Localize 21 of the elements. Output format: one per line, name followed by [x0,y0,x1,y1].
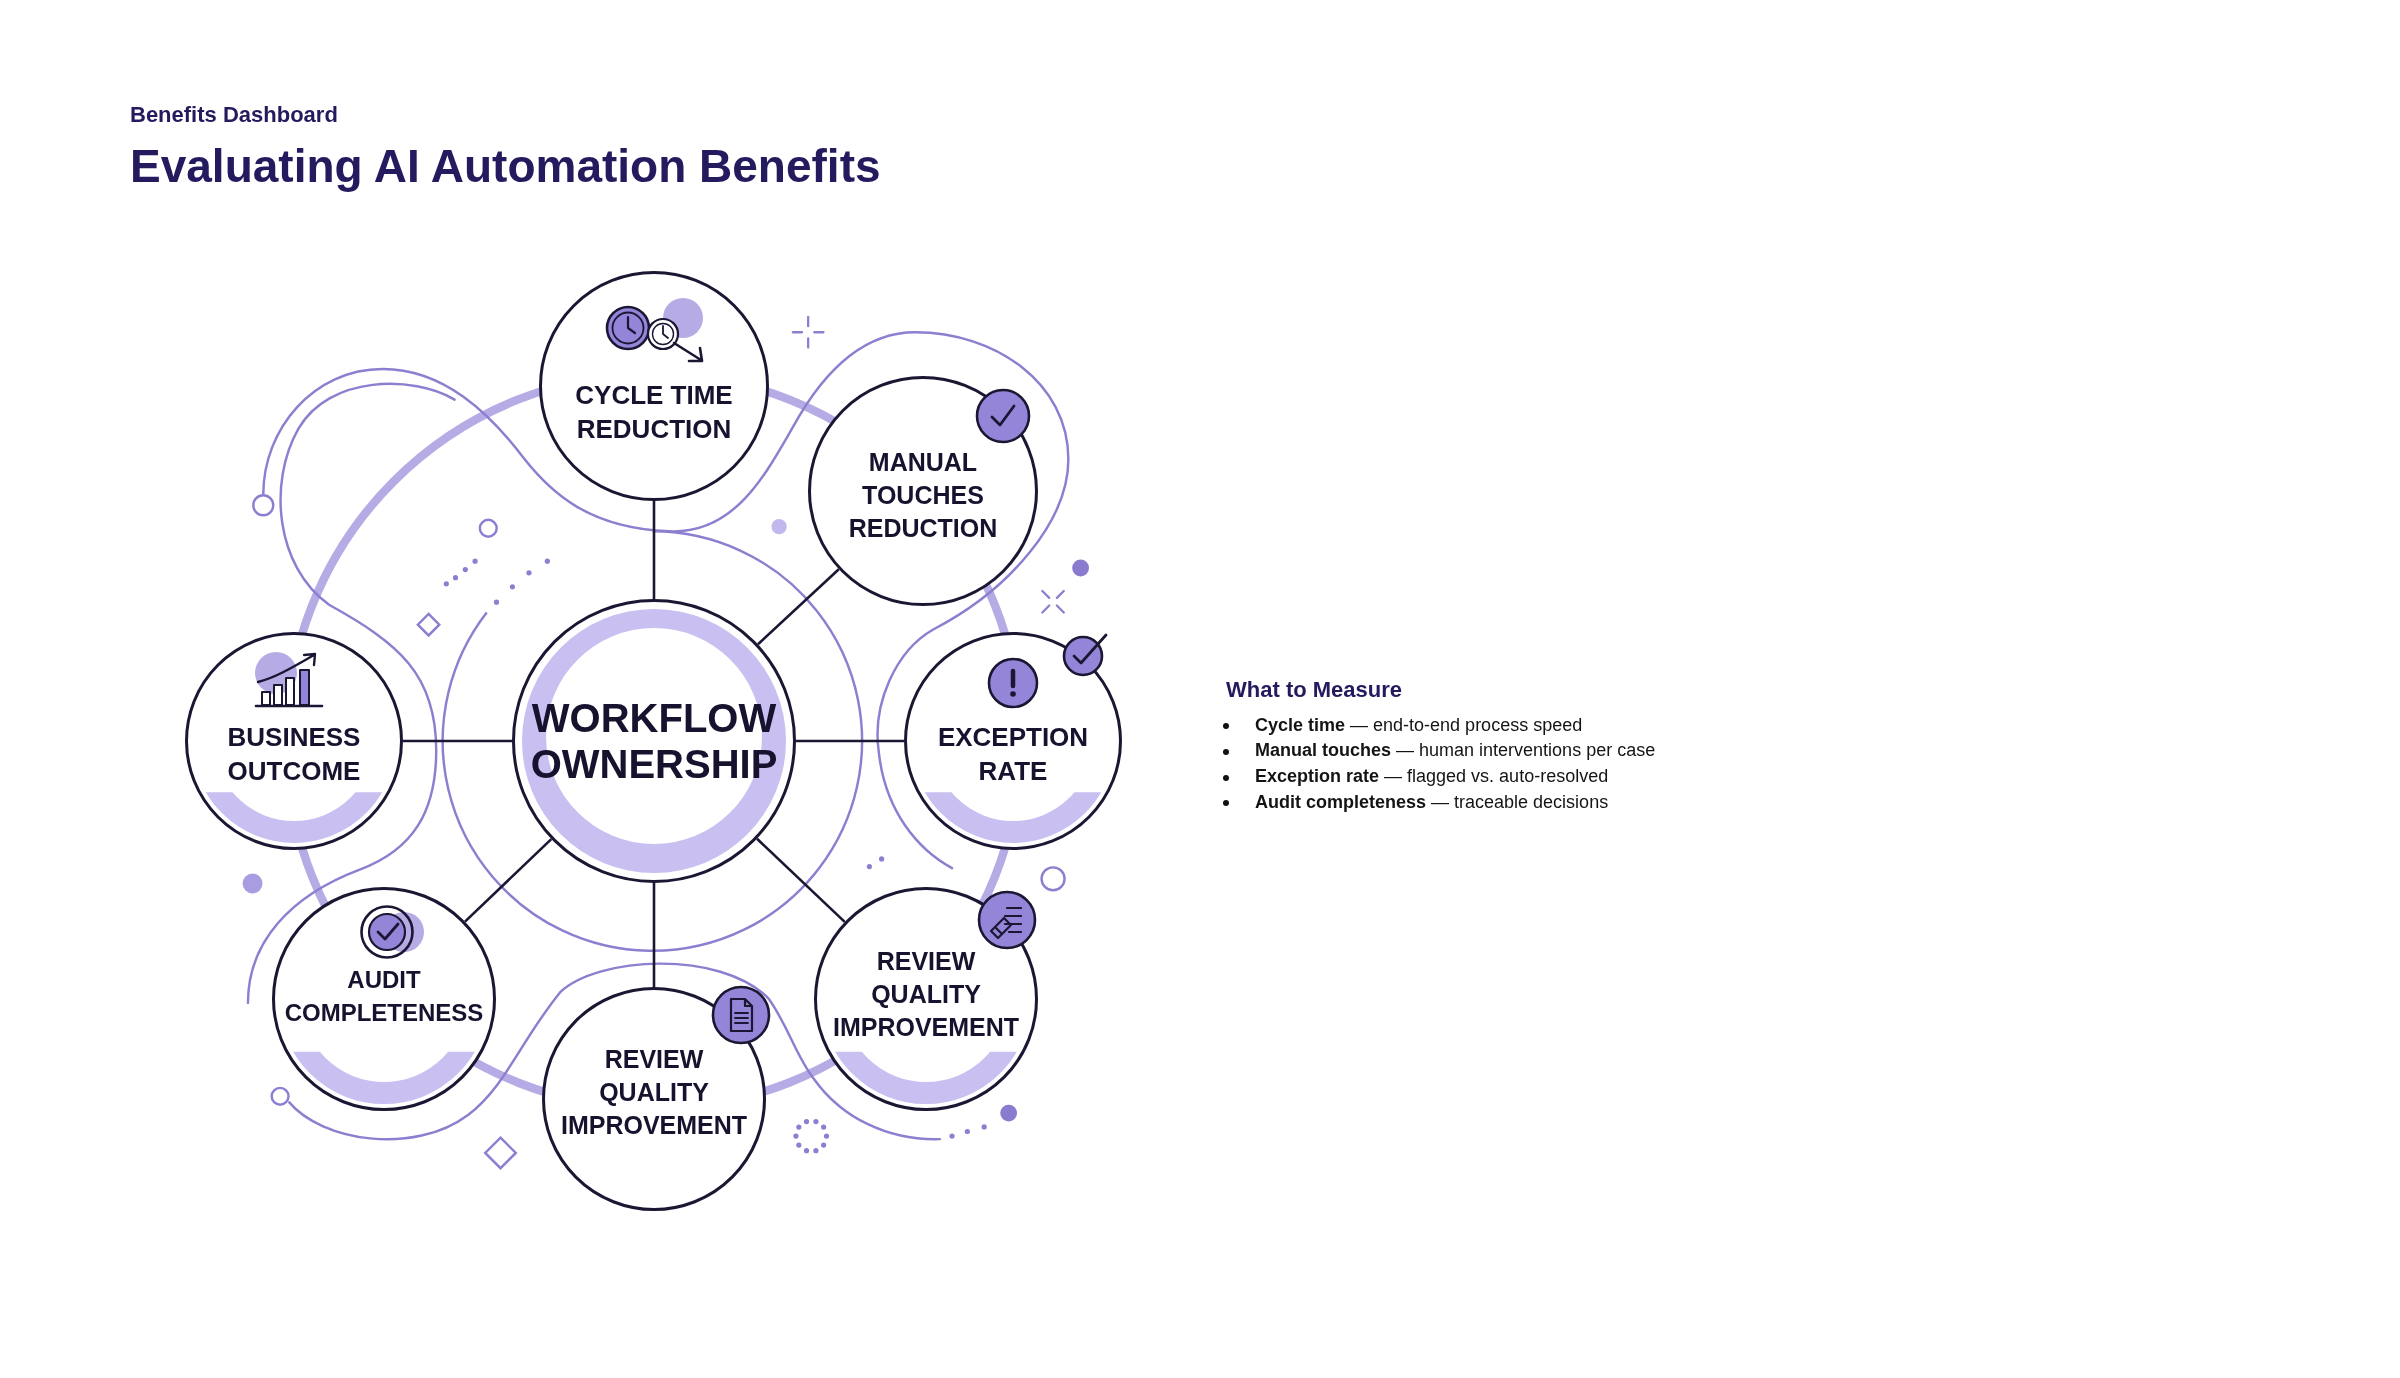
node-label: REVIEW QUALITY IMPROVEMENT [559,1043,749,1141]
bullet-text: Exception rate — flagged vs. auto-resolved [1255,765,1609,788]
node-label: CYCLE TIME REDUCTION [574,379,734,446]
node-label: BUSINESS OUTCOME [226,721,362,788]
connector-line [757,568,840,646]
connector-line [464,838,553,923]
node-label: AUDIT COMPLETENESS [283,965,485,1028]
connector-line [403,739,512,743]
node-label: EXCEPTION RATE [936,721,1090,788]
section-heading: What to Measure [1226,679,1403,701]
eyebrow-label: Benefits Dashboard [130,104,338,126]
node-label: MANUAL TOUCHES REDUCTION [847,446,999,544]
connector-line [756,837,846,923]
connector-line [652,501,656,599]
bullet-text: Audit completeness — traceable decisions [1255,790,1609,814]
bullet-text: Manual touches — human interventions per case [1255,739,1656,763]
connector-line [796,739,904,743]
node-label: REVIEW QUALITY IMPROVEMENT [831,945,1021,1043]
bullet-text: Cycle time — end-to-end process speed [1255,713,1583,737]
connector-line [652,883,656,987]
node-label: WORKFLOW OWNERSHIP [529,695,779,787]
